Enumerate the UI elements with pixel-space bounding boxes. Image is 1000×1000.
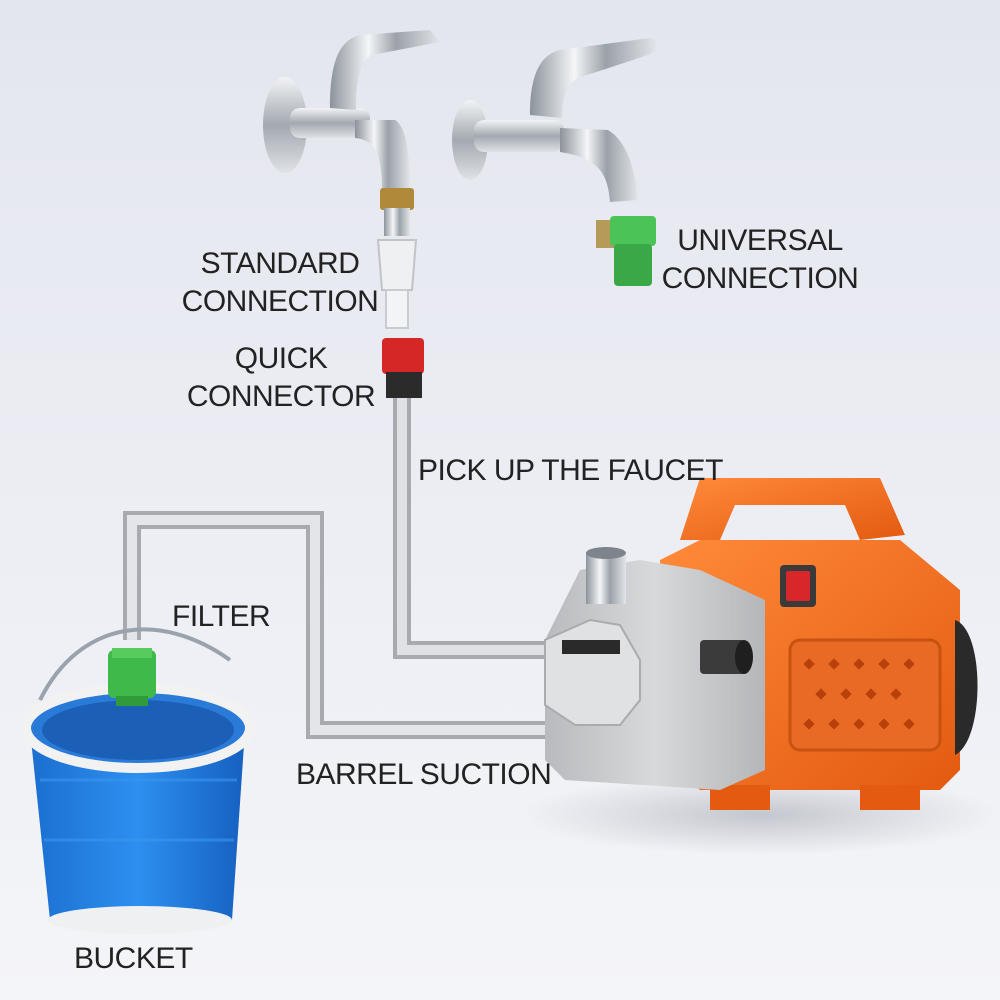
label-standard-connection: STANDARD CONNECTION (180, 245, 380, 321)
faucet-icon (263, 30, 440, 236)
label-standard-line1: STANDARD (200, 247, 360, 280)
label-standard-line2: CONNECTION (181, 285, 379, 318)
label-universal-line2: CONNECTION (661, 262, 859, 295)
pump-icon (544, 478, 978, 810)
filter-icon (108, 648, 156, 706)
label-pick-up-faucet: PICK UP THE FAUCET (418, 454, 723, 487)
connector-icon (376, 239, 418, 329)
label-universal-line1: UNIVERSAL (677, 224, 843, 257)
label-quick-line1: QUICK (234, 342, 328, 375)
label-quick-connector: QUICK CONNECTOR (186, 340, 376, 416)
quick-connector-icon (382, 338, 424, 398)
label-bucket: BUCKET (74, 942, 193, 975)
universal-connector-icon (596, 216, 656, 286)
faucet-icon (452, 38, 657, 202)
label-barrel-suction: BARREL SUCTION (296, 758, 552, 791)
label-universal-connection: UNIVERSAL CONNECTION (660, 222, 860, 298)
label-filter: FILTER (172, 600, 271, 633)
label-quick-line2: CONNECTOR (186, 380, 376, 413)
bucket-icon (21, 627, 255, 934)
